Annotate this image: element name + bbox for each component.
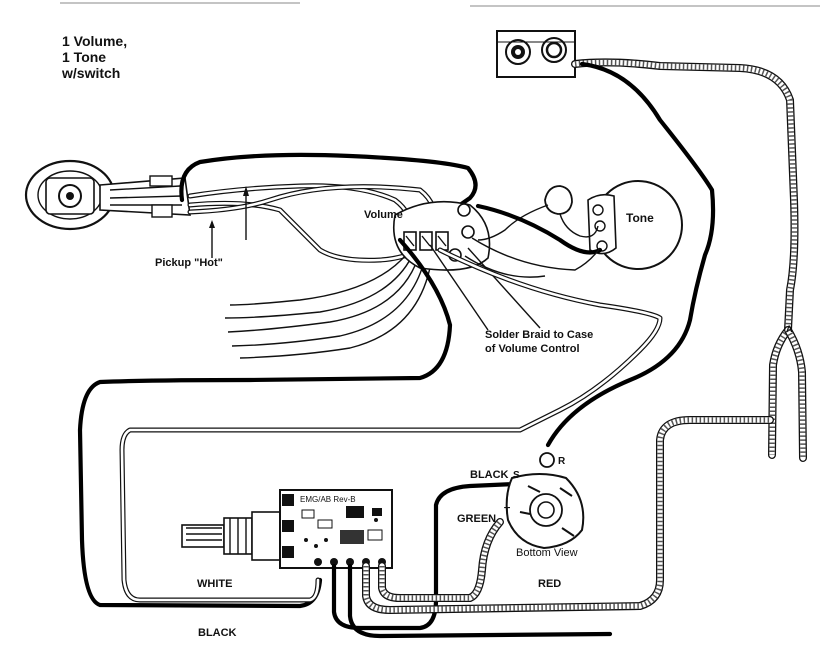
svg-text:A: A [786, 324, 793, 334]
title-line-1: 1 Volume, [62, 33, 127, 49]
shielded-cable-jack: A [571, 58, 807, 462]
terminal-t: T [504, 506, 510, 517]
solder-pointer-2 [467, 247, 541, 329]
output-jack [496, 30, 576, 78]
solder-label-line2: of Volume Control [485, 343, 580, 355]
tone-pot [587, 180, 683, 270]
volume-pot [393, 200, 491, 271]
black-wire-jack [545, 61, 716, 448]
board-label: EMG/AB Rev-B [300, 495, 356, 504]
white-label: WHITE [197, 578, 232, 590]
title-line-2: 1 Tone [62, 49, 106, 65]
bottom-view-label: Bottom View [516, 547, 578, 559]
title-line-3: w/switch [61, 65, 120, 81]
black-wire-volume-tone [475, 203, 603, 255]
terminal-s: S [513, 470, 520, 481]
switch [505, 452, 585, 550]
black-wire-board-loop [347, 563, 613, 639]
green-label: GREEN [457, 513, 496, 525]
black-label-bottom: BLACK [198, 627, 237, 639]
cavity-wires [224, 249, 433, 359]
green-wire [378, 518, 504, 602]
solder-label-line1: Solder Braid to Case [485, 329, 593, 341]
pickup-hot-label: Pickup "Hot" [155, 257, 223, 269]
solder-pointer-1 [429, 244, 489, 331]
black-wire-pickup-top [179, 152, 478, 208]
black-wire-board-bottom [331, 481, 518, 631]
volume-label: Volume [364, 209, 403, 221]
white-wire-long [119, 247, 663, 603]
tone-label: Tone [626, 211, 654, 225]
emg-preamp [181, 489, 393, 569]
pickup [24, 159, 191, 231]
red-wire [362, 416, 774, 614]
black-label-top: BLACK [470, 469, 509, 481]
black-wire-volume-loop [77, 237, 453, 609]
tone-capacitor [477, 185, 599, 241]
terminal-r: R [558, 456, 566, 467]
red-label: RED [538, 578, 561, 590]
